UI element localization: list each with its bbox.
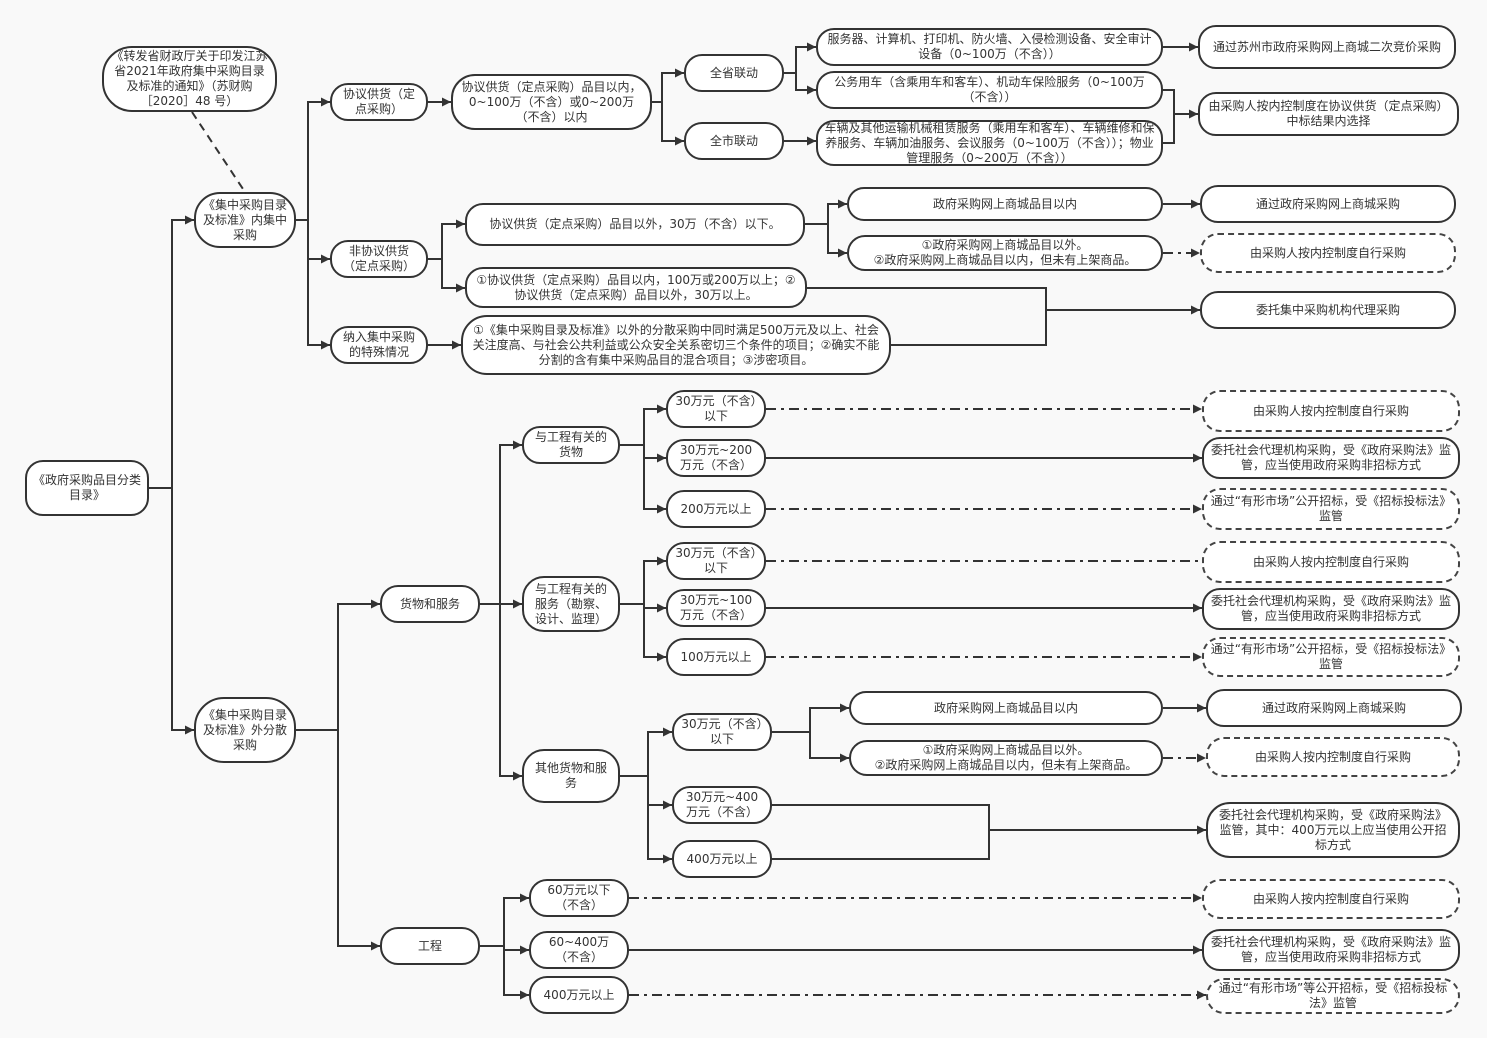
- connector-24: [296, 599, 380, 731]
- city-linkage-node[interactable]: 全市联动: [684, 122, 784, 160]
- es-self-purchase-node[interactable]: 由采购人按内控制度自行采购: [1202, 541, 1460, 583]
- connector-44: [772, 703, 849, 733]
- og-agent-node[interactable]: 委托社会代理机构采购，受《政府采购法》监管，其中：400万元以上应当使用公开招标…: [1206, 802, 1460, 858]
- central-agent-node[interactable]: 委托集中采购机构代理采购: [1200, 291, 1456, 329]
- connector-29: [620, 404, 666, 446]
- og-below-30-node[interactable]: 30万元（不含）以下: [672, 713, 772, 751]
- connector-13: [1163, 89, 1175, 144]
- es-public-bid-node[interactable]: 通过“有形市场”公开招标，受《招标投标法》监管: [1202, 637, 1460, 677]
- connector-10: [795, 73, 816, 95]
- notice-node[interactable]: 《转发省财政厅关于印发江苏省2021年政府集中采购目录及标准的通知》（苏财购［2…: [102, 46, 277, 112]
- connector-22: [807, 287, 1047, 346]
- self-purchase-node-2[interactable]: 由采购人按内控制度自行采购: [1206, 737, 1460, 777]
- connector-5: [307, 220, 330, 350]
- suzhou-mall-bid-node[interactable]: 通过苏州市政府采购网上商城二次竞价采购: [1198, 25, 1456, 69]
- connector-9: [784, 42, 816, 74]
- agreement-range-node[interactable]: 协议供货（定点采购）品目以内，0~100万（不含）或0~200万（不含）以内: [451, 74, 652, 130]
- en-agent-node[interactable]: 委托社会代理机构采购，受《政府采购法》监管，应当使用政府采购非招标方式: [1202, 929, 1460, 971]
- connector-0: [149, 215, 194, 489]
- select-in-agreement-node[interactable]: 由采购人按内控制度在协议供货（定点采购）中标结果内选择: [1198, 92, 1459, 136]
- root-node[interactable]: 《政府采购品目分类目录》: [25, 460, 149, 516]
- connector-52: [503, 946, 529, 1000]
- og-30-400-node[interactable]: 30万元~400万元（不含）: [672, 786, 772, 824]
- connector-7: [652, 68, 684, 103]
- servers-items-node[interactable]: 服务器、计算机、打印机、防火墙、入侵检测设备、安全审计设备（0~100万（不含）…: [816, 28, 1163, 66]
- goods-services-node[interactable]: 货物和服务: [380, 585, 480, 623]
- og-above-400-node[interactable]: 400万元以上: [672, 840, 772, 878]
- connector-43: [647, 776, 672, 864]
- en-public-bid-node[interactable]: 通过“有形市场”等公开招标，受《招标投标法》监管: [1206, 978, 1460, 1014]
- mall-in-node-1[interactable]: 政府采购网上商城品目以内: [847, 187, 1163, 221]
- connector-28: [499, 604, 522, 781]
- engineering-node[interactable]: 工程: [380, 927, 480, 965]
- mall-out-node-1[interactable]: ①政府采购网上商城品目以外。 ②政府采购网上商城品目以内，但未有上架商品。: [847, 235, 1163, 271]
- connector-48: [772, 804, 990, 860]
- connector-34: [643, 604, 666, 662]
- eg-below-30-node[interactable]: 30万元（不含）以下: [666, 390, 766, 428]
- connector-4: [307, 220, 330, 264]
- eg-self-purchase-node[interactable]: 由采购人按内控制度自行采购: [1202, 390, 1460, 432]
- connector-15: [428, 219, 465, 260]
- es-below-30-node[interactable]: 30万元（不含）以下: [666, 542, 766, 580]
- es-agent-node[interactable]: 委托社会代理机构采购，受《政府采购法》监管，应当使用政府采购非招标方式: [1202, 588, 1460, 630]
- connector-26: [480, 440, 522, 605]
- connector-33: [643, 603, 666, 613]
- inside-catalog-node[interactable]: 《集中采购目录及标准》内集中采购: [194, 192, 296, 248]
- vehicles-items-node[interactable]: 公务用车（含乘用车和客车）、机动车保险服务（0~100万（不含））: [816, 71, 1163, 109]
- connector-18: [805, 199, 847, 225]
- connector-16: [441, 259, 465, 293]
- connector-25: [337, 730, 380, 951]
- outside-catalog-node[interactable]: 《集中采购目录及标准》外分散采购: [194, 697, 296, 763]
- non-agreement-supply-node[interactable]: 非协议供货（定点采购）: [330, 240, 428, 278]
- connector-42: [647, 776, 672, 810]
- mall-purchase-node-2[interactable]: 通过政府采购网上商城采购: [1206, 689, 1462, 727]
- engineering-services-node[interactable]: 与工程有关的服务（勘察、设计、监理）: [522, 576, 620, 632]
- es-30-100-node[interactable]: 30万元~100万元（不含）: [666, 589, 766, 627]
- mall-purchase-node-1[interactable]: 通过政府采购网上商城采购: [1200, 185, 1456, 223]
- connector-8: [661, 102, 684, 146]
- above-thresholds-node[interactable]: ①协议供货（定点采购）品目以内，100万或200万以上；②协议供货（定点采购）品…: [465, 267, 807, 308]
- connector-31: [643, 445, 666, 514]
- connector-51: [503, 945, 529, 955]
- special-description-node[interactable]: ①《集中采购目录及标准》以外的分散采购中同时满足500万元及以上、社会关注度高、…: [461, 315, 891, 375]
- engineering-goods-node[interactable]: 与工程有关的货物: [522, 426, 620, 464]
- connector-50: [480, 893, 529, 947]
- en-above-400-node[interactable]: 400万元以上: [529, 976, 629, 1014]
- connector-3: [296, 97, 330, 221]
- en-self-purchase-node[interactable]: 由采购人按内控制度自行采购: [1202, 879, 1460, 919]
- mall-in-node-2[interactable]: 政府采购网上商城品目以内: [849, 691, 1163, 725]
- connector-30: [643, 445, 666, 463]
- en-below-60-node[interactable]: 60万元以下（不含）: [529, 879, 629, 917]
- eg-agent-node[interactable]: 委托社会代理机构采购，受《政府采购法》监管，应当使用政府采购非招标方式: [1202, 437, 1460, 479]
- eg-public-bid-node[interactable]: 通过“有形市场”公开招标，受《招标投标法》监管: [1202, 488, 1460, 530]
- connector-45: [809, 732, 849, 763]
- eg-30-200-node[interactable]: 30万元~200万元（不含）: [666, 439, 766, 477]
- rental-services-node[interactable]: 车辆及其他运输机械租赁服务（乘用车和客车）、车辆维修和保养服务、车辆加油服务、会…: [816, 120, 1163, 166]
- other-goods-node[interactable]: 其他货物和服务: [522, 749, 620, 803]
- connector-2: [191, 111, 246, 193]
- connector-1: [171, 488, 194, 735]
- outside-below-30-node[interactable]: 协议供货（定点采购）品目以外，30万（不含）以下。: [465, 203, 805, 246]
- province-linkage-node[interactable]: 全省联动: [684, 54, 784, 92]
- connector-32: [620, 556, 666, 605]
- special-case-node[interactable]: 纳入集中采购的特殊情况: [330, 326, 428, 364]
- agreement-supply-node[interactable]: 协议供货（定点采购）: [330, 83, 428, 121]
- eg-above-200-node[interactable]: 200万元以上: [666, 490, 766, 528]
- mall-out-node-2[interactable]: ①政府采购网上商城品目以外。 ②政府采购网上商城品目以内，但未有上架商品。: [849, 740, 1163, 776]
- self-purchase-node-1[interactable]: 由采购人按内控制度自行采购: [1200, 233, 1456, 273]
- es-above-100-node[interactable]: 100万元以上: [666, 638, 766, 676]
- connector-19: [827, 224, 847, 258]
- en-60-400-node[interactable]: 60~400万（不含）: [529, 931, 629, 969]
- connector-41: [620, 727, 672, 777]
